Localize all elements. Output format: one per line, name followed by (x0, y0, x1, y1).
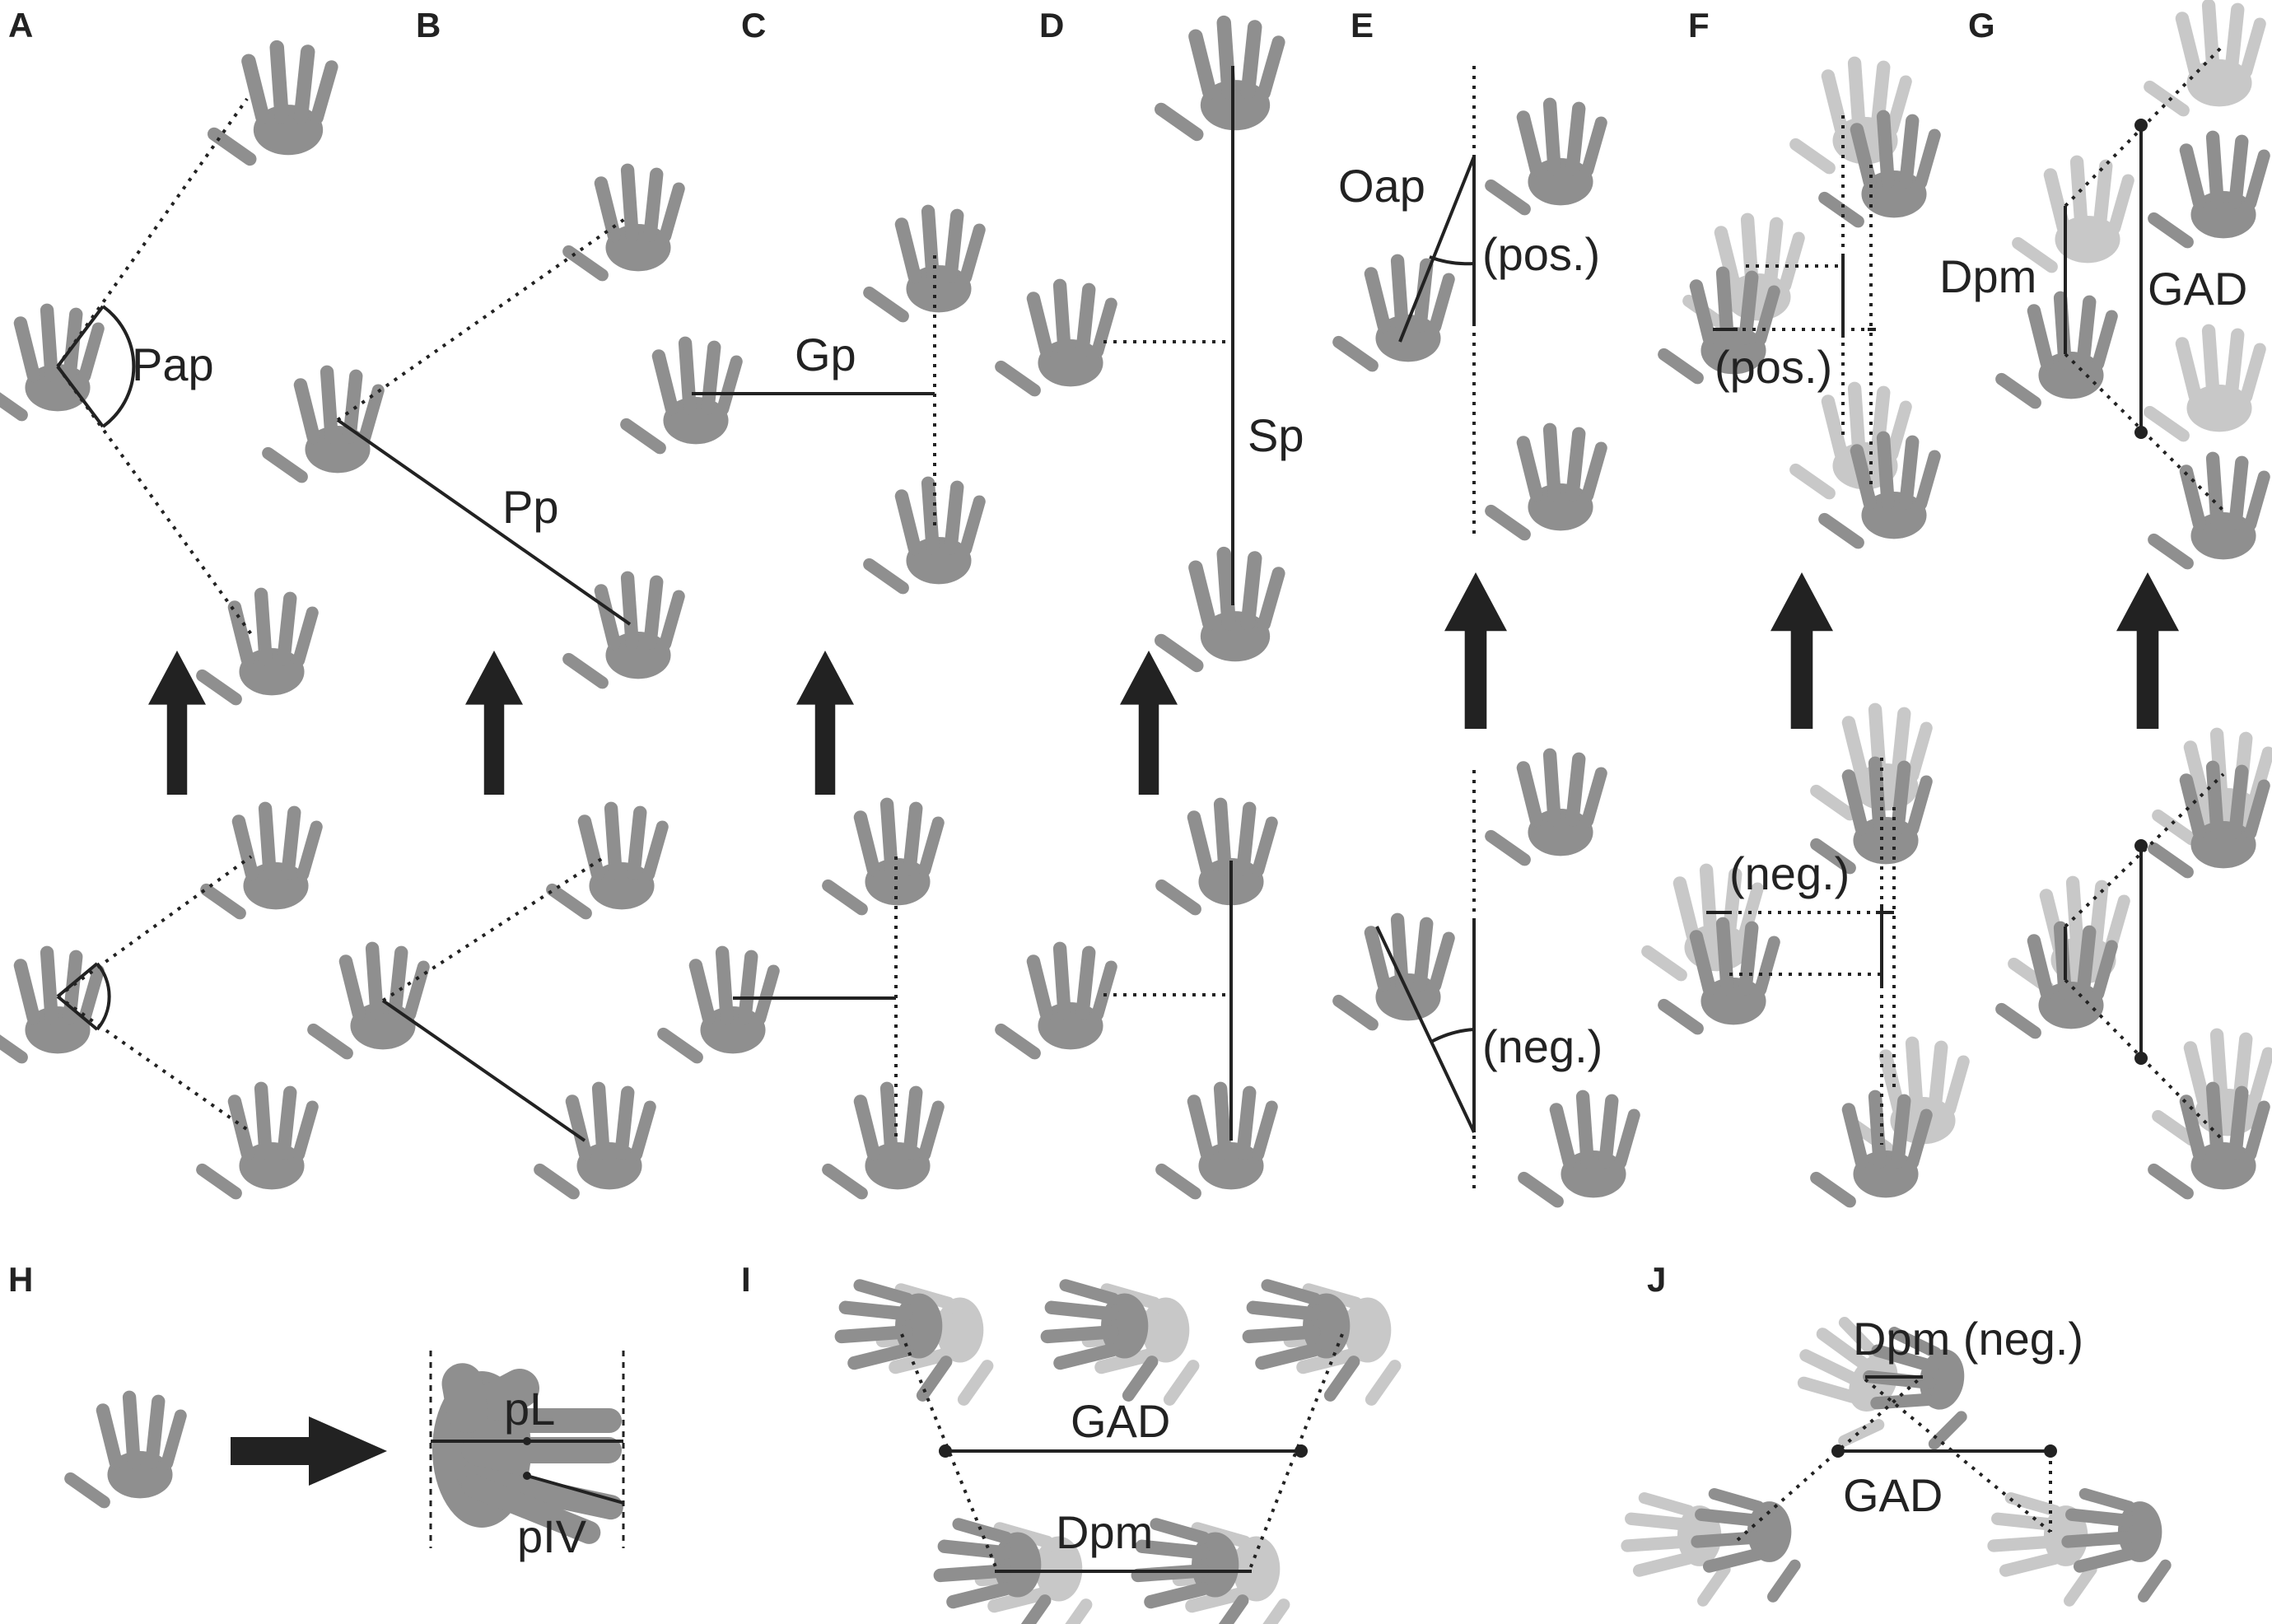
panel-e: Oap (pos.) (neg.) (1330, 66, 1642, 1211)
hand-icon (1153, 1081, 1280, 1202)
hand-icon (1330, 912, 1457, 1034)
hand-icon (819, 797, 946, 918)
neg-note-e: (neg.) (1482, 1020, 1603, 1072)
hand-icon (861, 476, 987, 597)
hand-icon (618, 336, 744, 457)
panel-letter-d: D (1039, 6, 1064, 44)
hand-icon (992, 278, 1119, 399)
measure-label-pl: pL (504, 1383, 555, 1435)
hand-icon (1787, 381, 1914, 502)
measure-label-pap: Pap (132, 338, 214, 390)
hand-icon (531, 1081, 658, 1202)
panel-f: (pos.) (neg.) (1639, 56, 1971, 1211)
panel-letter-h: H (8, 1260, 33, 1299)
hand-icon (2145, 451, 2272, 572)
panel-h: pL pIV (62, 1351, 625, 1562)
pos-note-e: (pos.) (1482, 228, 1600, 280)
hand-icon (1151, 15, 1287, 144)
panel-g: Dpm GAD (1939, 0, 2272, 1202)
hand-icon (259, 365, 386, 486)
panel-letter-i: I (741, 1260, 751, 1299)
panel-letter-e: E (1351, 6, 1374, 44)
arrow-up-icon (465, 651, 523, 795)
measure-label-gp: Gp (795, 329, 856, 380)
hand-icon (819, 1081, 946, 1202)
hand-icon (1986, 1491, 2100, 1609)
hand-icon (305, 941, 432, 1062)
hand-icon (1330, 254, 1457, 375)
hand-icon (62, 1390, 189, 1511)
measure-label-dpm-neg-j: Dpm (neg.) (1853, 1313, 2083, 1365)
hand-icon (1993, 291, 2120, 412)
measure-label-gad-g: GAD (2148, 263, 2247, 315)
panel-letter-b: B (416, 6, 441, 44)
hand-icon (1153, 797, 1280, 918)
hand-icon (204, 40, 340, 169)
hand-icon (2141, 0, 2268, 119)
panel-letter-a: A (8, 6, 33, 44)
panel-letter-g: G (1968, 6, 1995, 44)
arrow-up-icon (796, 651, 854, 795)
panel-b: Pp (259, 163, 687, 1202)
hand-icon (544, 801, 670, 922)
hand-icon (560, 163, 687, 284)
panel-j: Dpm (neg.) GAD (1620, 1304, 2174, 1609)
panel-letter-c: C (741, 6, 766, 44)
hand-icon (1151, 546, 1287, 675)
neg-note-f: (neg.) (1729, 847, 1850, 899)
panel-c: Gp (618, 204, 987, 1202)
panel-letter-j: J (1647, 1260, 1666, 1299)
hand-icon (198, 801, 324, 922)
arrow-right-icon (231, 1416, 387, 1486)
hand-icon (861, 204, 987, 325)
hand-icon (194, 1081, 320, 1202)
hand-icon (992, 941, 1119, 1062)
hand-icon (1620, 1491, 1733, 1609)
arrow-up-icon (1444, 572, 1507, 729)
measure-label-dpm-i: Dpm (1056, 1506, 1153, 1558)
hand-icon (1515, 1090, 1642, 1211)
arrow-up-icon (2116, 572, 2179, 729)
hand-icon (2141, 324, 2268, 445)
measure-label-oap: Oap (1338, 160, 1425, 212)
measure-label-piv: pIV (517, 1510, 587, 1562)
measure-label-pp: Pp (502, 481, 559, 533)
measure-label-gad-i: GAD (1071, 1395, 1170, 1447)
measure-label-gad-j: GAD (1843, 1469, 1943, 1521)
measure-label-dpm-g: Dpm (1939, 250, 2036, 302)
panel-a: Pap (0, 40, 340, 1202)
hand-icon (655, 945, 781, 1066)
arrow-up-icon (1120, 651, 1178, 795)
hand-icon (0, 945, 106, 1066)
hand-icon (2145, 130, 2272, 251)
enlarged-hand-icon (432, 1363, 623, 1544)
hand-icon (1787, 56, 1914, 177)
hand-icon (1482, 748, 1609, 869)
hand-icon (1482, 422, 1609, 544)
pos-note-f: (pos.) (1714, 341, 1832, 393)
hand-icon (194, 587, 320, 708)
arrow-up-icon (1770, 572, 1833, 729)
panel-letter-f: F (1688, 6, 1710, 44)
panel-i: GAD Dpm (834, 1277, 1404, 1624)
measure-label-sp: Sp (1248, 409, 1304, 461)
panel-d: Sp (992, 15, 1304, 1202)
hand-icon (1482, 97, 1609, 218)
